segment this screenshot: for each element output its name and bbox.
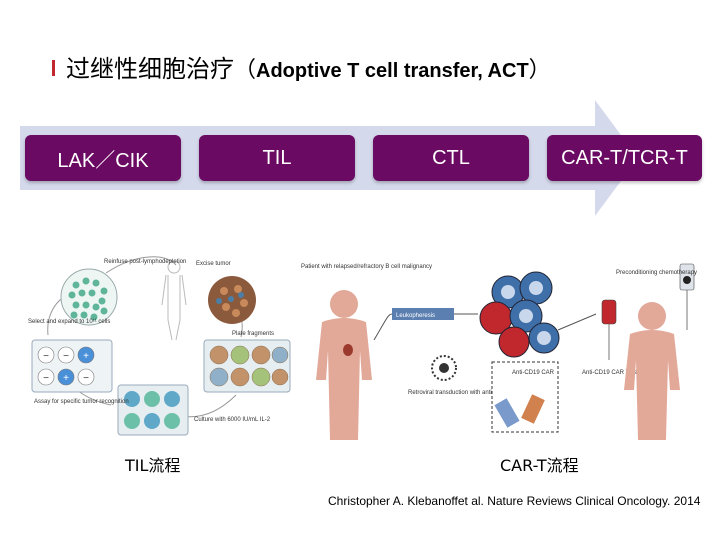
label-excise: Excise tumor xyxy=(196,261,231,267)
plate-fragments xyxy=(203,339,291,393)
label-patient: Patient with relapsed/refractory B cell … xyxy=(301,264,432,270)
tumor-icon xyxy=(208,276,256,324)
svg-text:+: + xyxy=(63,373,69,384)
flow-arrow xyxy=(557,313,597,331)
label-leukopheresis: Leukopheresis xyxy=(396,313,435,319)
culture-plate xyxy=(117,384,189,436)
title-english: Adoptive T cell transfer, ACT xyxy=(256,60,529,82)
stage-label: CTL xyxy=(432,146,470,169)
title-chinese: 过继性细胞治疗 xyxy=(66,55,234,83)
svg-text:+: + xyxy=(83,351,89,362)
label-reinfuse: Reinfuse post-lymphodepletion xyxy=(104,259,186,265)
label-preconditioning: Preconditioning chemotherapy xyxy=(616,270,697,276)
car-t-process-figure: Patient with relapsed/refractory B cell … xyxy=(301,263,697,440)
svg-text:−: − xyxy=(43,373,49,384)
stage-car-t-tcr-t: CAR-T/TCR-T xyxy=(547,135,702,181)
label-plate: Plate fragments xyxy=(232,331,274,337)
label-select: Select and expand to 10¹¹ cells xyxy=(28,319,110,325)
citation: Christopher A. Klebanoffet al. Nature Re… xyxy=(328,494,701,508)
assay-grid: − − + − + − xyxy=(31,339,113,393)
stage-ctl: CTL xyxy=(373,135,529,181)
cycle-arrow xyxy=(105,256,177,274)
stage-lak-cik: LAK／CIK xyxy=(25,135,181,181)
stage-label: TIL xyxy=(262,146,292,169)
label-culture: Culture with 6000 IU/mL IL-2 xyxy=(194,417,271,423)
til-process-figure: − − + − + − Reinfuse post-lymphodepletion Ex… xyxy=(28,256,291,436)
leukopheresis-box xyxy=(392,308,454,320)
chemo-bag xyxy=(679,263,695,330)
stage-til: TIL xyxy=(199,135,355,181)
label-retroviral: Retroviral transduction with anti-CD19 C… xyxy=(408,390,524,396)
til-caption: TIL流程 xyxy=(125,456,181,475)
retrovirus-icon xyxy=(431,355,457,381)
label-anti-cd19: Anti-CD19 CAR xyxy=(512,370,555,376)
t-cell-cluster xyxy=(479,271,560,358)
cell-bag xyxy=(60,268,118,326)
title-open-paren: （ xyxy=(234,58,257,83)
slide-title: 过继性细胞治疗（Adoptive T cell transfer, ACT） xyxy=(66,49,551,84)
svg-text:−: − xyxy=(63,351,69,362)
flow-arrow xyxy=(373,313,393,341)
patient-figure xyxy=(161,260,187,341)
car-t-caption: CAR-T流程 xyxy=(500,456,579,475)
svg-text:−: − xyxy=(43,351,49,362)
title-marker xyxy=(52,60,55,76)
stage-label: LAK／CIK xyxy=(57,149,149,172)
infusion-bag xyxy=(601,299,617,360)
svg-text:−: − xyxy=(83,373,89,384)
label-infusion: Anti-CD19 CAR T-cell infusion xyxy=(582,370,662,376)
stage-label: CAR-T/TCR-T xyxy=(561,146,688,169)
patient-body-right xyxy=(624,302,680,440)
patient-body-left xyxy=(316,290,372,440)
label-assay: Assay for specific tumor recognition xyxy=(34,399,129,405)
car-inset xyxy=(491,361,559,433)
title-close-paren: ） xyxy=(528,58,551,83)
